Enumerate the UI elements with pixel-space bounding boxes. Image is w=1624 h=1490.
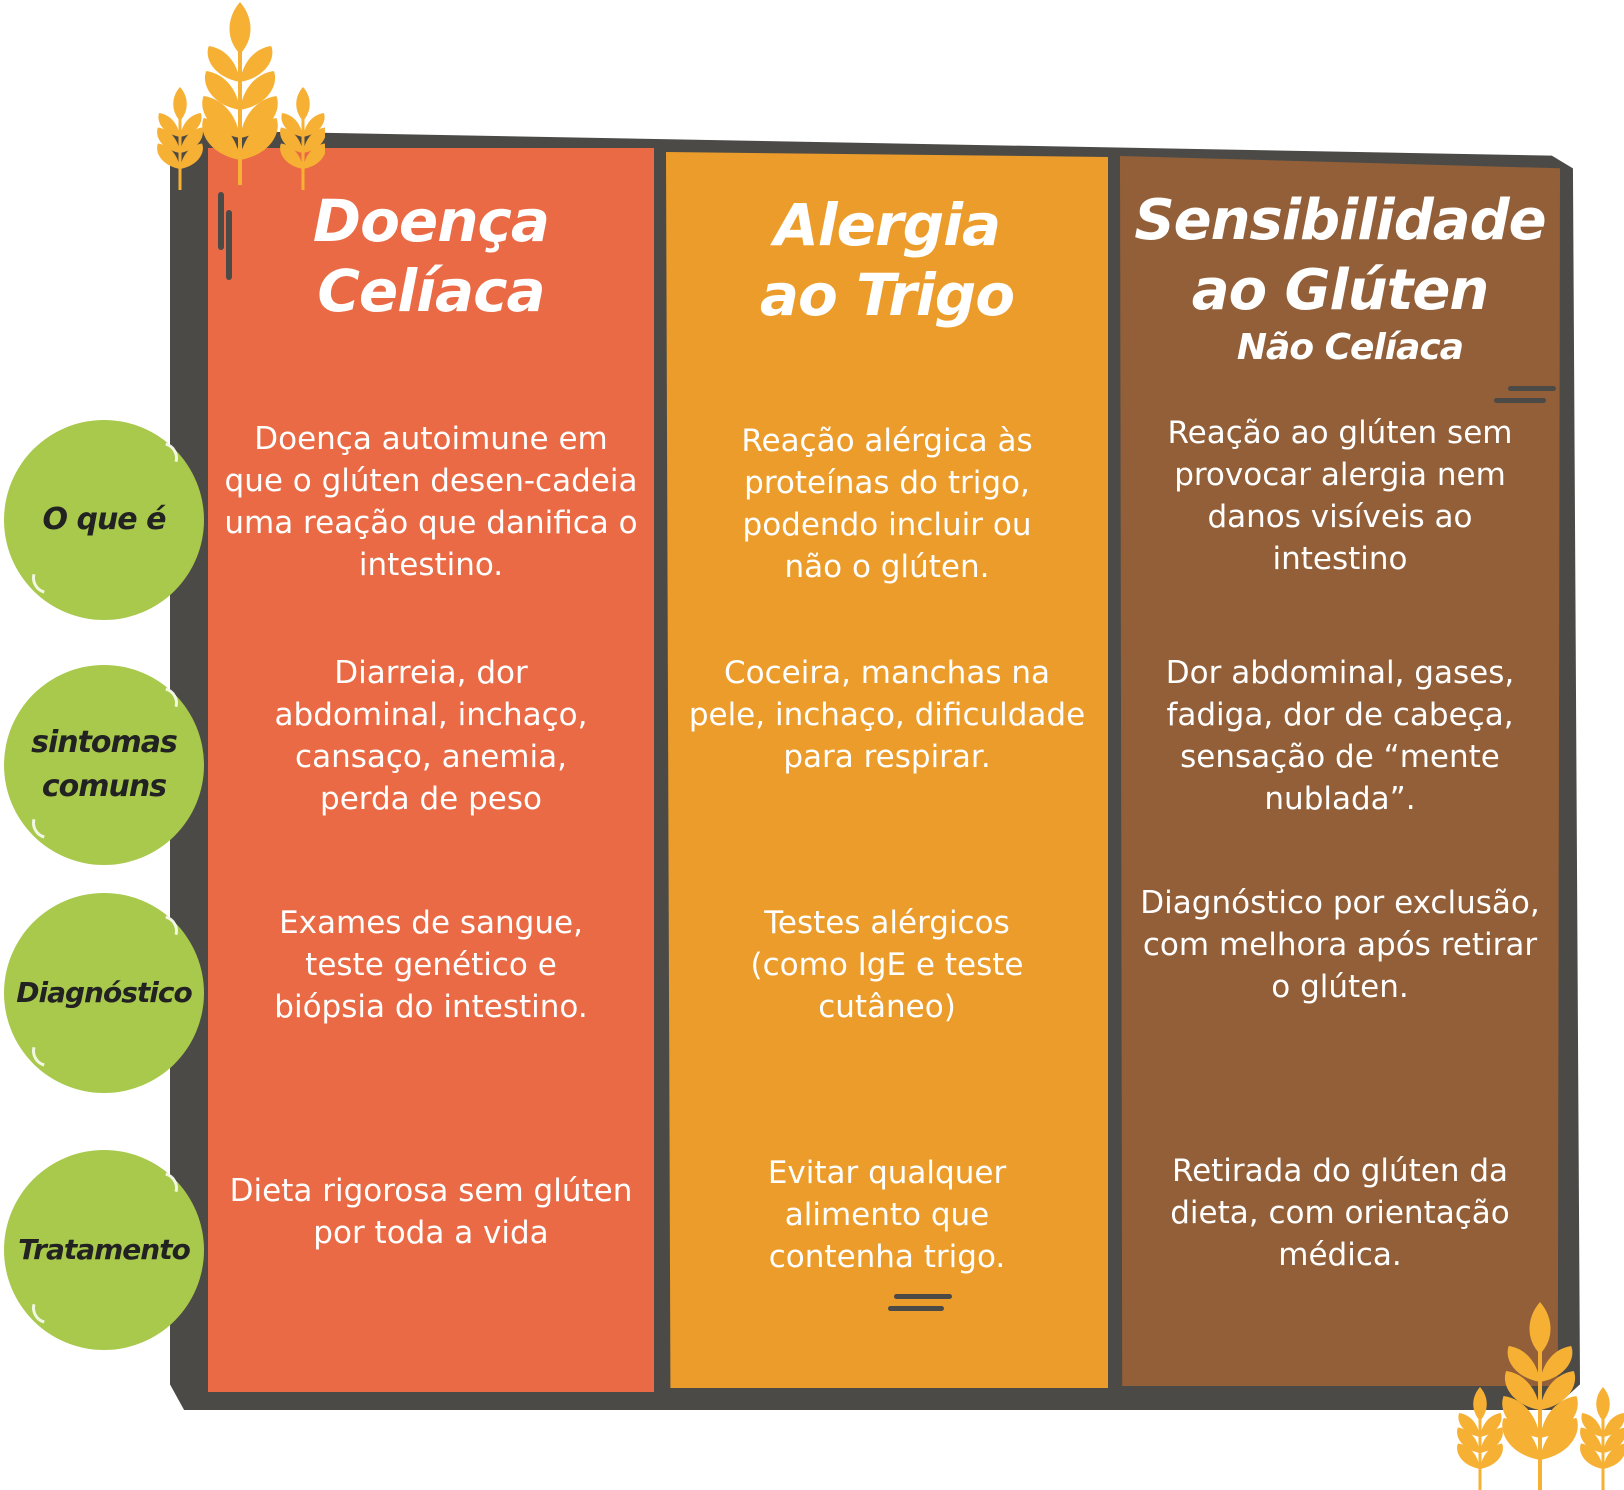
row-label-diagnosis: Diagnóstico [4,893,204,1093]
cell-sensitivity-treatment: Retirada do glúten da dieta, com orienta… [1170,1153,1510,1273]
row-label-what-is: O que é [4,420,204,620]
cell-wheat-what: Reação alérgica às proteínas do trigo, p… [741,423,1033,585]
column-title-celiac: Doença Celíaca [312,187,550,325]
cell-sensitivity-diagnosis: Diagnóstico por exclusão, com melhora ap… [1140,885,1540,1005]
row-label-text: Diagnóstico [16,976,192,1009]
gloss-highlight-icon [26,1029,70,1073]
gloss-highlight-icon [26,1286,70,1330]
row-label-text: sintomas comuns [31,725,178,804]
column-subtitle: Não Celíaca [1236,327,1464,368]
column-celiac-disease: Doença Celíaca Doença autoimune em que o… [208,148,654,1392]
row-label-symptoms: sintomas comuns [4,665,204,865]
cell-celiac-treatment: Dieta rigorosa sem glúten por toda a vid… [229,1173,633,1251]
column-wheat-allergy: Alergia ao Trigo Reação alérgica às prot… [666,152,1108,1388]
column-title-text: Sensibilidade ao Glúten [1134,188,1546,323]
column-gluten-sensitivity: Sensibilidade ao Glúten Não Celíaca Reaç… [1120,156,1560,1386]
wheat-stalks-icon [157,2,325,190]
cell-celiac-symptoms: Diarreia, dor abdominal, inchaço, cansaç… [274,655,588,817]
wheat-stalks-icon [1457,1302,1624,1490]
gloss-highlight-icon [26,556,70,600]
column-title-gluten-sensitivity: Sensibilidade ao Glúten Não Celíaca [1120,186,1560,370]
row-label-text: O que é [42,502,167,537]
cell-celiac-diagnosis: Exames de sangue, teste genético e bióps… [274,905,588,1025]
row-label-text: Tratamento [18,1233,191,1266]
cell-wheat-symptoms: Coceira, manchas na pele, inchaço, dific… [688,655,1086,775]
cell-celiac-what: Doença autoimune em que o glúten desen-c… [224,421,638,583]
cell-sensitivity-symptoms: Dor abdominal, gases, fadiga, dor de cab… [1165,655,1515,817]
cell-wheat-treatment: Evitar qualquer alimento que contenha tr… [767,1155,1007,1275]
cell-sensitivity-what: Reação ao glúten sem provocar alergia ne… [1167,415,1513,577]
cell-wheat-diagnosis: Testes alérgicos (como IgE e teste cutân… [750,905,1024,1025]
column-title-wheat-allergy: Alergia ao Trigo [759,191,1015,329]
row-label-treatment: Tratamento [4,1150,204,1350]
